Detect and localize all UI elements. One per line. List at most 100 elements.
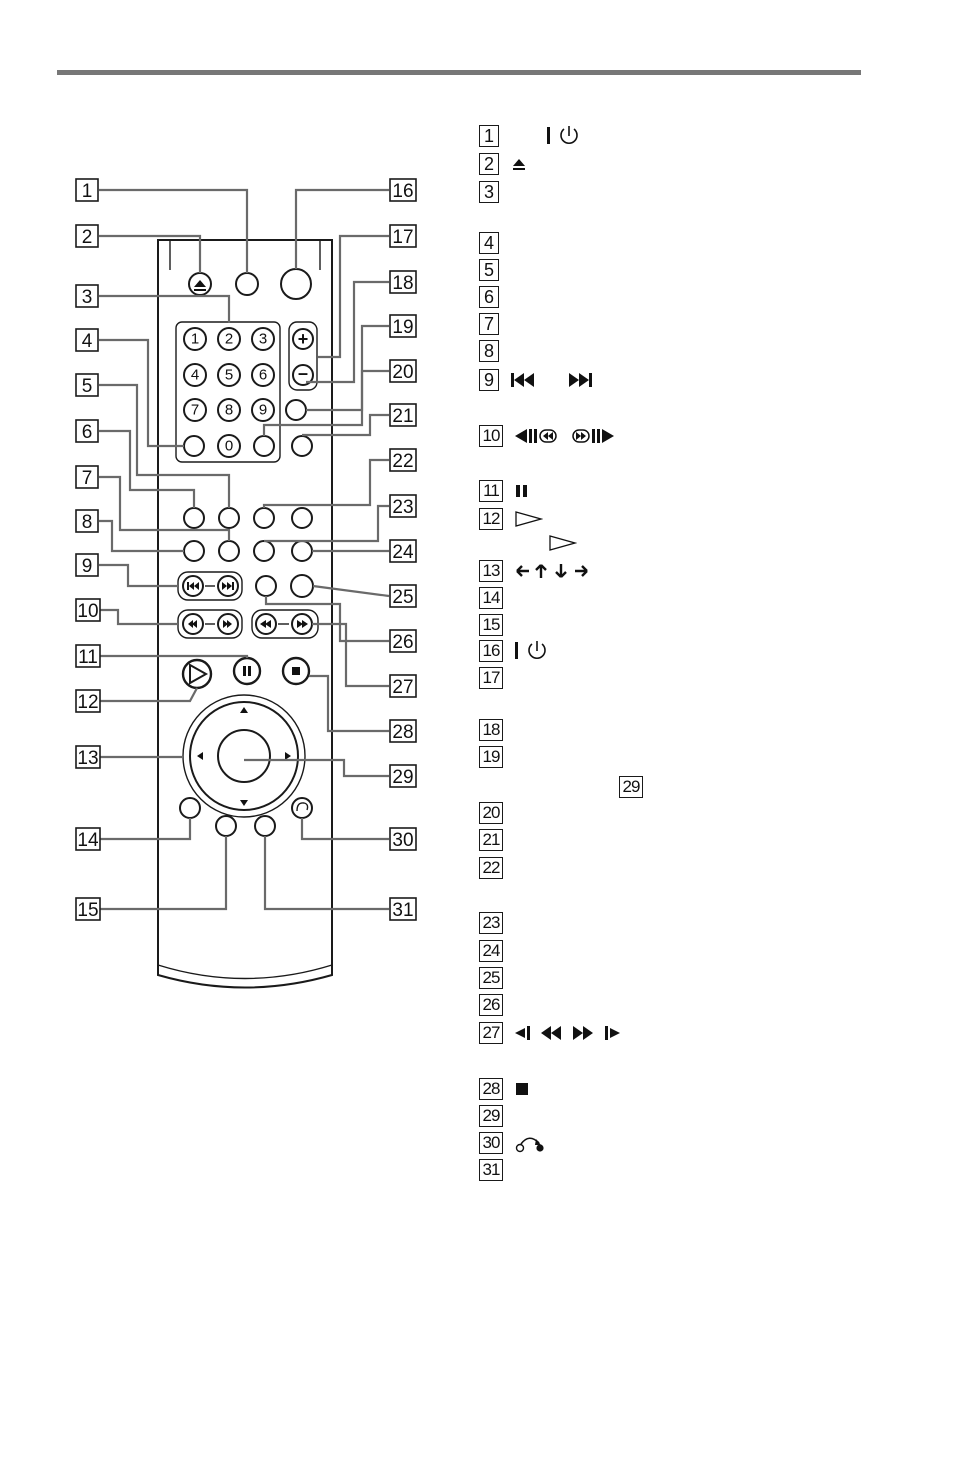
legend-item-31: 31 — [479, 1158, 503, 1182]
svg-text:5: 5 — [82, 376, 93, 397]
button-15[interactable] — [215, 815, 237, 837]
callout-10: 10 — [75, 598, 101, 622]
digit-2-button[interactable]: 2 — [217, 327, 241, 351]
callout-2: 2 — [75, 224, 99, 248]
button-4[interactable] — [183, 435, 205, 457]
enter-button[interactable] — [217, 729, 271, 783]
button-22[interactable] — [291, 507, 313, 529]
callout-5: 5 — [75, 373, 99, 397]
digit-5-button[interactable]: 5 — [217, 363, 241, 387]
legend-number: 9 — [479, 369, 499, 391]
svg-text:–: – — [298, 363, 308, 383]
legend-item-3: 3 — [479, 180, 499, 204]
pause-icon — [243, 666, 251, 676]
button-31[interactable] — [254, 815, 276, 837]
callout-9: 9 — [75, 553, 99, 577]
legend-item-28: 28 — [479, 1077, 529, 1101]
volume-plus-button[interactable]: + — [292, 328, 314, 350]
svg-text:22: 22 — [392, 451, 413, 472]
legend-item-12-sub — [549, 531, 577, 555]
legend-number: 25 — [479, 967, 503, 989]
return-icon — [296, 802, 309, 812]
svg-text:18: 18 — [392, 273, 413, 294]
button-7[interactable] — [218, 540, 240, 562]
legend-number: 7 — [479, 313, 499, 335]
button-6[interactable] — [183, 507, 205, 529]
arrow-right-icon — [285, 752, 291, 760]
legend-number: 28 — [479, 1078, 503, 1100]
button-23[interactable] — [253, 540, 275, 562]
digit-3-button[interactable]: 3 — [251, 327, 275, 351]
legend-item-4: 4 — [479, 231, 499, 255]
callout-30: 30 — [389, 827, 417, 851]
legend-number: 19 — [479, 746, 503, 768]
return-icon — [515, 1133, 545, 1153]
callout-11: 11 — [75, 644, 101, 668]
svg-text:27: 27 — [392, 677, 413, 698]
top-rule — [57, 70, 861, 75]
callout-20: 20 — [389, 359, 417, 383]
svg-text:4: 4 — [82, 331, 93, 352]
volume-minus-button[interactable]: – — [292, 363, 314, 386]
button-24[interactable] — [291, 540, 313, 562]
button-20[interactable] — [253, 435, 275, 457]
legend-item-11: 11 — [479, 479, 529, 503]
svg-text:8: 8 — [82, 512, 93, 533]
step-scan-icon — [515, 1024, 665, 1042]
next-icon — [222, 582, 234, 590]
callout-7: 7 — [75, 465, 99, 489]
digit-4-button[interactable]: 4 — [183, 363, 207, 387]
callout-1: 1 — [75, 178, 99, 202]
legend-item-18: 18 — [479, 718, 503, 742]
legend-item-17: 17 — [479, 666, 503, 690]
legend-number: 29 — [619, 776, 643, 798]
power-button[interactable] — [280, 268, 312, 300]
return-button[interactable] — [291, 797, 313, 819]
digit-7-button[interactable]: 7 — [183, 398, 207, 422]
eject-icon — [511, 156, 527, 172]
svg-text:10: 10 — [77, 601, 98, 622]
svg-text:4: 4 — [191, 367, 199, 384]
callout-23: 23 — [389, 494, 417, 518]
svg-text:14: 14 — [77, 830, 99, 851]
svg-text:24: 24 — [392, 542, 414, 563]
legend-item-27: 27 — [479, 1021, 665, 1045]
legend-item-16: 16 — [479, 639, 549, 663]
svg-text:7: 7 — [82, 468, 93, 489]
legend-number: 31 — [479, 1159, 503, 1181]
pause-button[interactable] — [232, 656, 262, 686]
button-19[interactable] — [285, 399, 307, 421]
legend-item-8: 8 — [479, 339, 499, 363]
legend-number: 21 — [479, 829, 503, 851]
svg-text:+: + — [298, 329, 309, 349]
top-center-button[interactable] — [235, 272, 259, 296]
legend-number: 27 — [479, 1022, 503, 1044]
legend-item-14: 14 — [479, 586, 503, 610]
arrow-keys-icon — [515, 562, 595, 580]
digit-6-button[interactable]: 6 — [251, 363, 275, 387]
legend-item-26: 26 — [479, 993, 503, 1017]
legend-number: 24 — [479, 940, 503, 962]
svg-text:31: 31 — [392, 900, 413, 921]
digit-0-button[interactable]: 0 — [217, 434, 241, 458]
arrow-left-icon — [197, 752, 203, 760]
svg-text:1: 1 — [191, 331, 199, 348]
button-14[interactable] — [179, 797, 201, 819]
button-22a[interactable] — [253, 507, 275, 529]
button-5[interactable] — [218, 507, 240, 529]
legend-item-30: 30 — [479, 1131, 545, 1155]
svg-text:21: 21 — [392, 406, 413, 427]
button-26[interactable] — [255, 575, 277, 597]
callout-8: 8 — [75, 509, 99, 533]
legend-item-10: 10 — [479, 424, 633, 448]
callout-13: 13 — [75, 745, 101, 769]
digit-1-button[interactable]: 1 — [183, 327, 207, 351]
digit-9-button[interactable]: 9 — [251, 398, 275, 422]
legend-number: 8 — [479, 340, 499, 362]
button-8[interactable] — [183, 540, 205, 562]
button-25[interactable] — [290, 574, 314, 598]
button-21[interactable] — [291, 435, 313, 457]
digit-8-button[interactable]: 8 — [217, 398, 241, 422]
callout-4: 4 — [75, 328, 99, 352]
svg-text:12: 12 — [77, 692, 98, 713]
